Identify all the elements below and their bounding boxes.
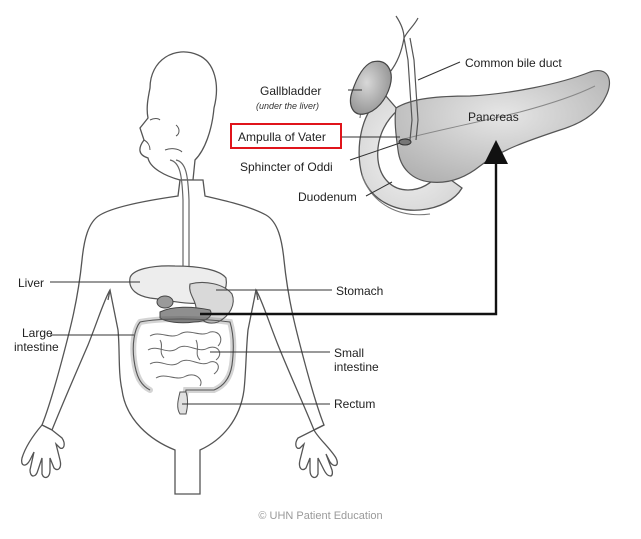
duodenum-lower-edge — [361, 174, 431, 216]
stomach-label: Stomach — [336, 284, 384, 298]
small-intestine-label-line2: intestine — [334, 360, 379, 374]
ampulla-label: Ampulla of Vater — [238, 130, 326, 144]
rectum-label: Rectum — [334, 397, 376, 411]
duodenum-label: Duodenum — [298, 190, 357, 204]
pancreas-organ — [394, 70, 611, 183]
body-gallbladder — [156, 295, 174, 309]
pancreas-label: Pancreas — [468, 110, 519, 124]
body-outline — [20, 51, 338, 495]
copyright-credit: © UHN Patient Education — [258, 510, 383, 522]
gallbladder-organ — [349, 60, 392, 115]
esophagus — [169, 159, 190, 278]
large-intestine-label-line2: intestine — [14, 340, 59, 354]
bile-ducts — [389, 15, 419, 141]
leader-lines — [50, 61, 461, 405]
ampulla-highlight-box — [230, 123, 342, 149]
large-intestine-outline — [132, 318, 234, 405]
rectum-organ — [177, 391, 188, 415]
large-intestine-label-line1: Large — [22, 326, 53, 340]
gallbladder-note: (under the liver) — [256, 101, 320, 111]
common-bile-duct-label: Common bile duct — [465, 56, 562, 70]
pancreatic-duct — [399, 85, 596, 141]
small-intestine-label-line1: Small — [334, 346, 365, 360]
gallbladder-label: Gallbladder — [260, 84, 322, 98]
sphincter-label: Sphincter of Oddi — [240, 160, 333, 174]
face-details — [143, 118, 183, 153]
ampulla-marker — [398, 138, 412, 146]
small-intestine-organ — [147, 331, 222, 387]
liver-label: Liver — [18, 276, 45, 290]
zoom-arrow — [200, 140, 508, 316]
